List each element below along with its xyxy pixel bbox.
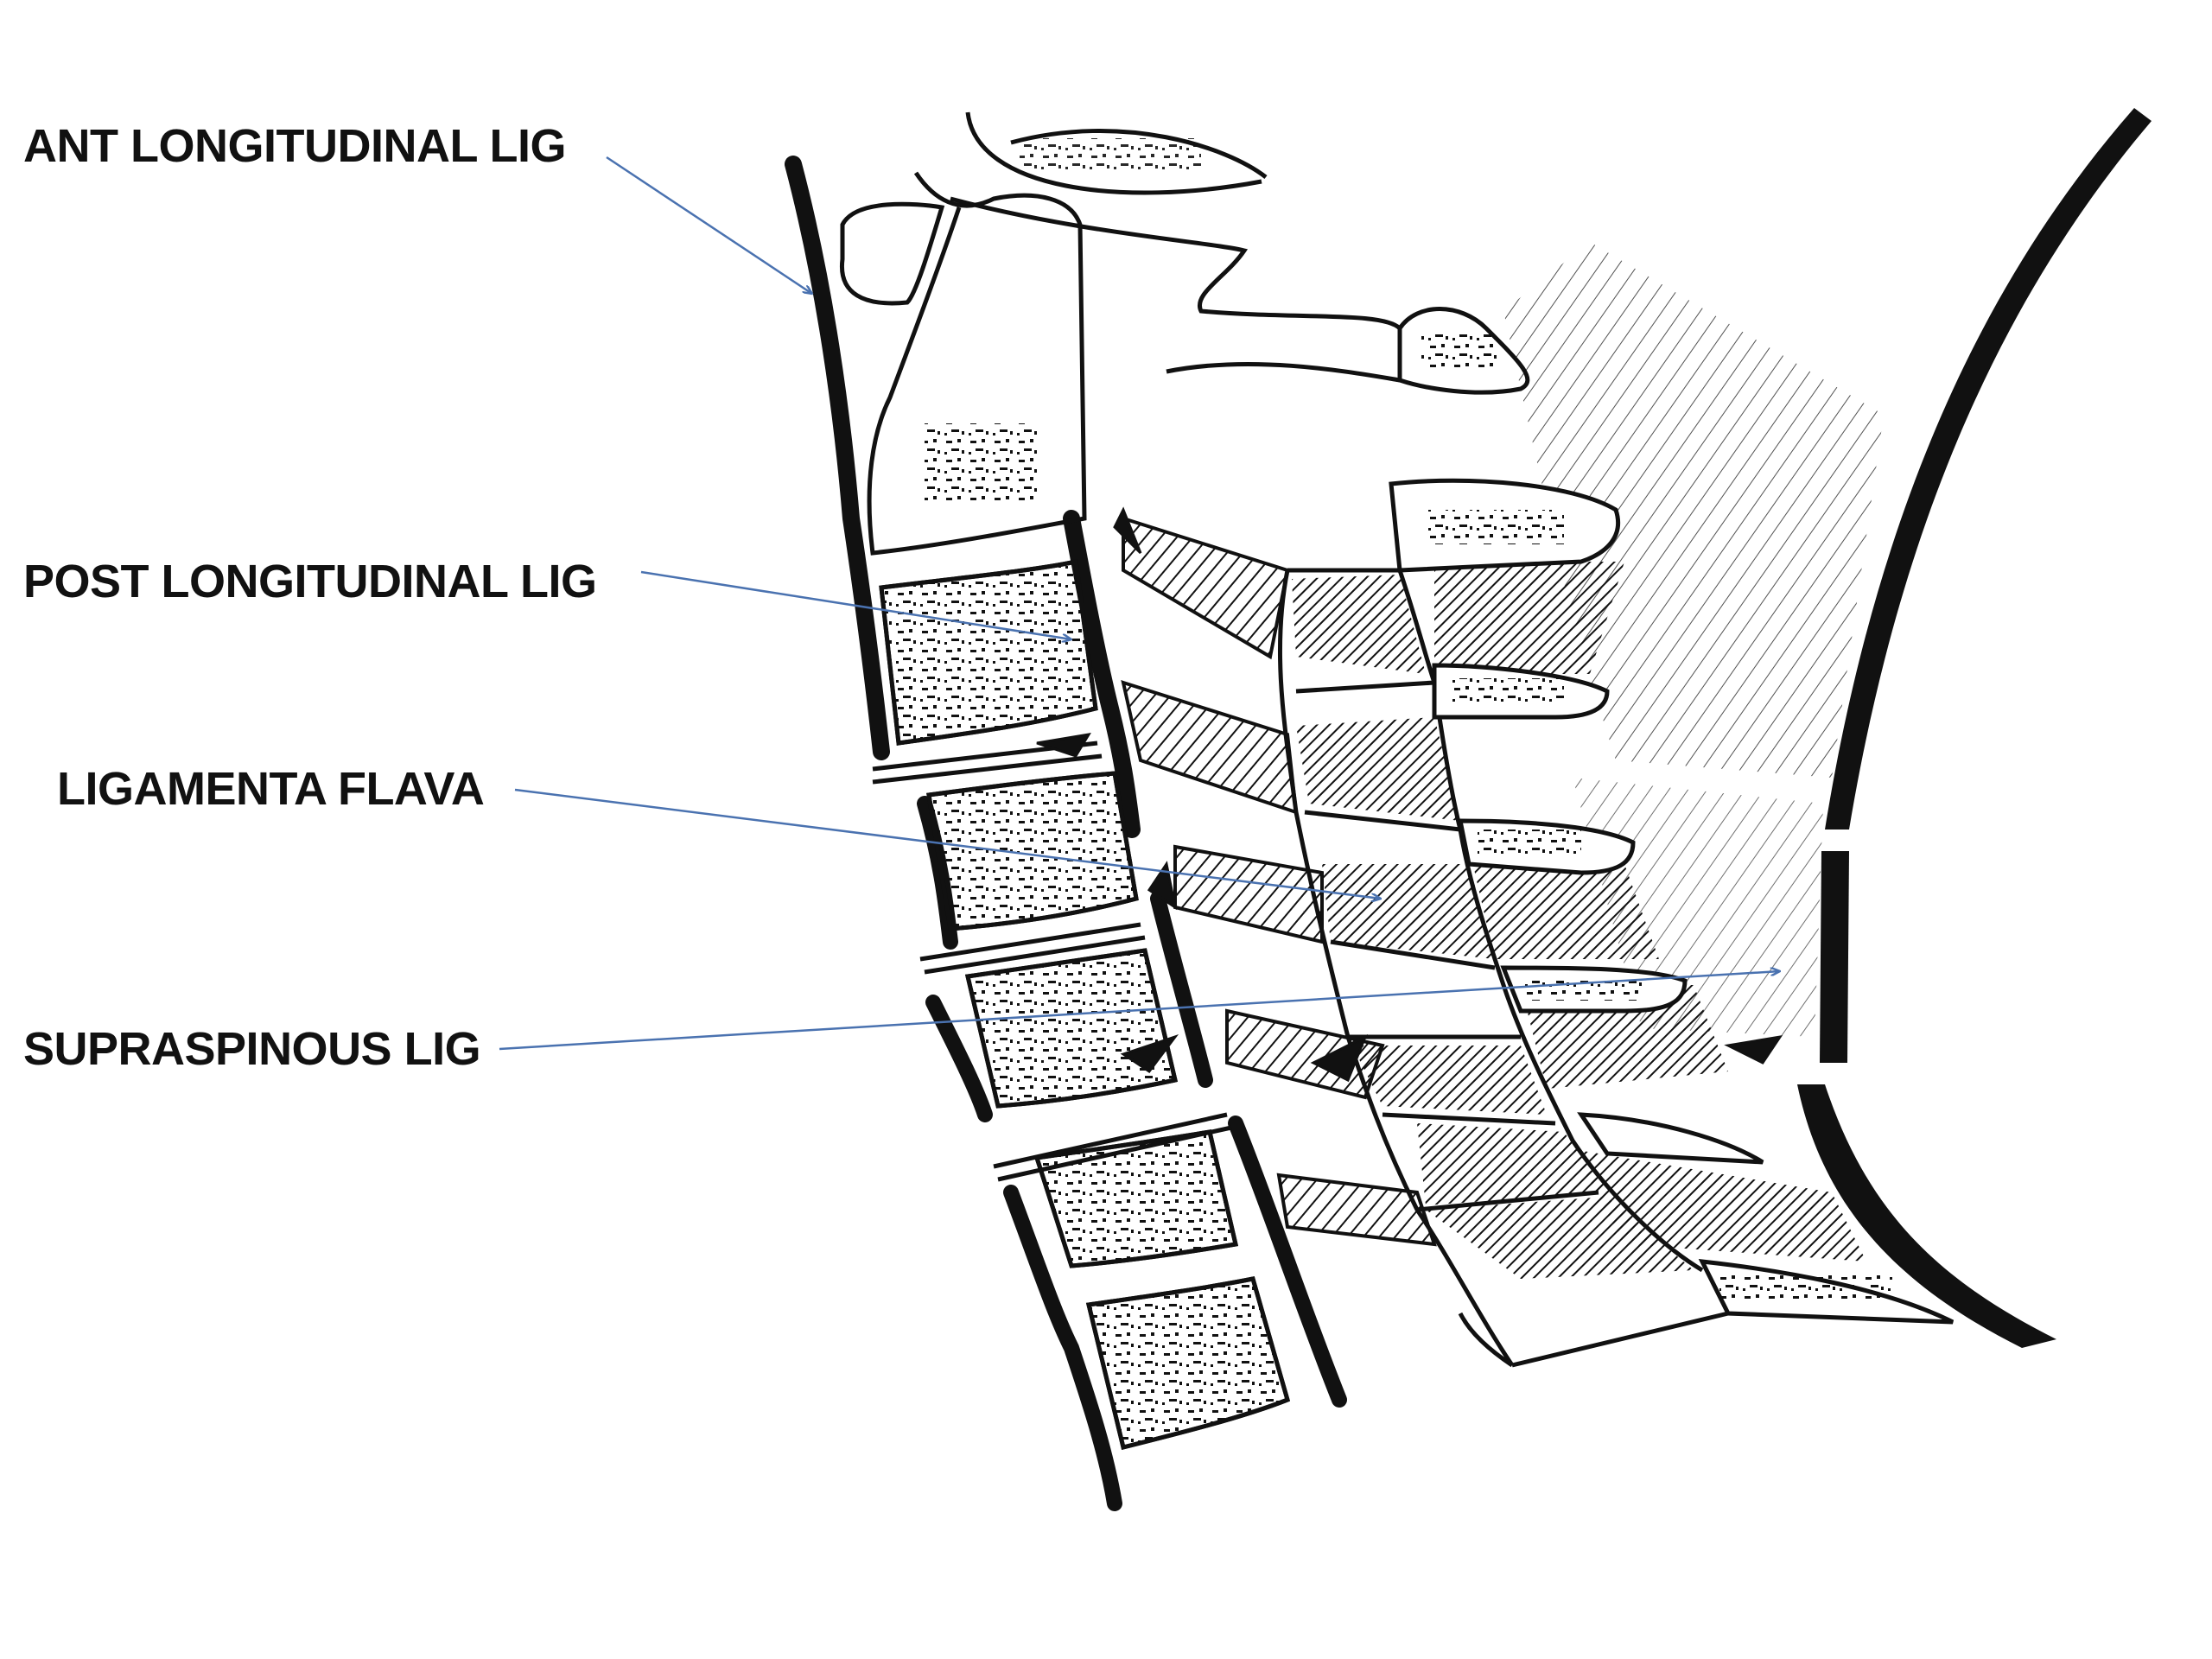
skin-contour — [1797, 108, 2152, 1348]
label-post-longitudinal-lig: POST LONGITUDINAL LIG — [23, 556, 597, 607]
articular-processes — [1036, 506, 1783, 1083]
arrow-ligamenta-flava — [514, 788, 1381, 899]
posterior-boundary — [1458, 1311, 1729, 1368]
arrow-ant-longitudinal-lig — [606, 156, 812, 294]
atlas-axis — [839, 171, 1087, 556]
arrow-supraspinous-lig — [499, 971, 1780, 1051]
skull-base — [950, 111, 1530, 395]
interspinous-hatching — [1292, 562, 1866, 1279]
vertebral-bodies — [879, 558, 1291, 1451]
label-ant-longitudinal-lig: ANT LONGITUDINAL LIG — [23, 120, 566, 172]
intervertebral-discs — [872, 741, 1232, 1182]
posterior-longitudinal-ligament — [1063, 510, 1347, 1408]
leader-arrows — [499, 156, 1780, 1051]
label-supraspinous-lig: SUPRASPINOUS LIG — [23, 1023, 481, 1075]
arrow-post-longitudinal-lig — [640, 570, 1071, 639]
spinous-processes — [1389, 478, 1955, 1325]
label-ligamenta-flava: LIGAMENTA FLAVA — [57, 763, 485, 815]
